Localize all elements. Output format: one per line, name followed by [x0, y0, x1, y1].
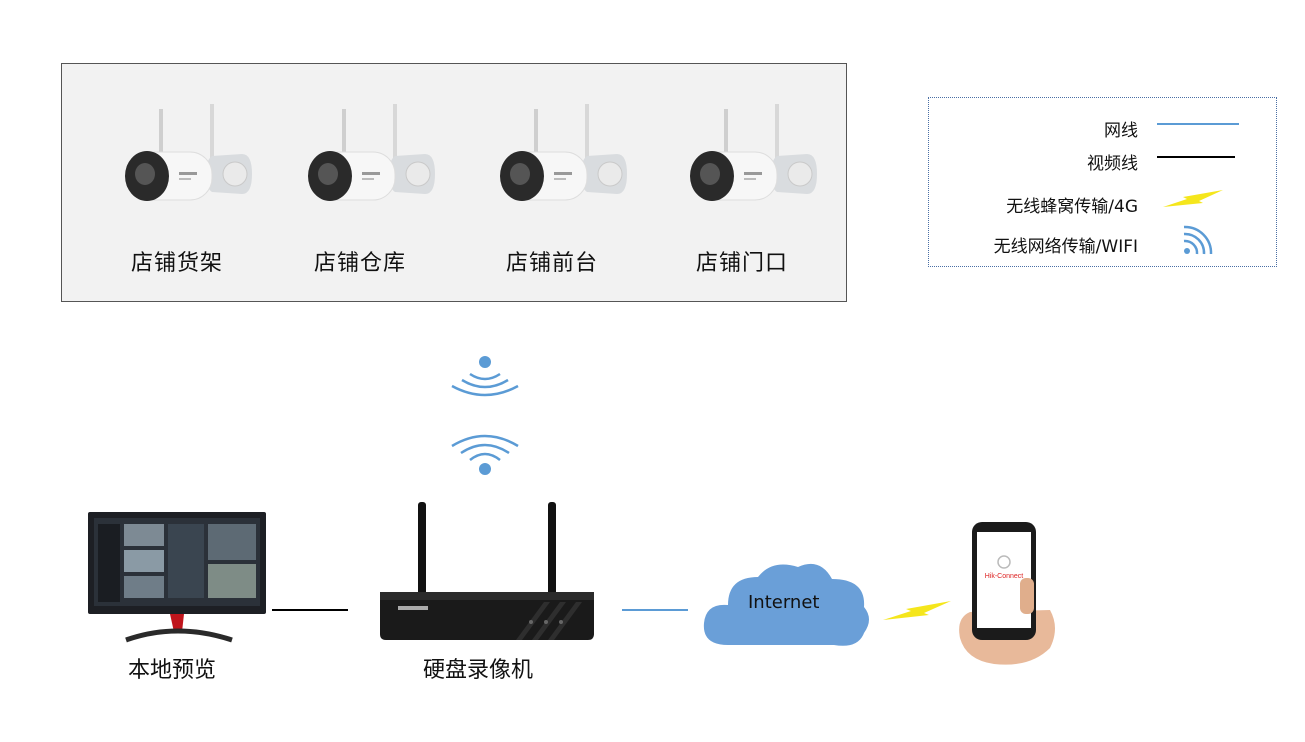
camera-3: 店铺前台: [492, 104, 642, 276]
smartphone-icon: Hik-Connect: [959, 522, 1055, 665]
camera-label: 店铺货架: [130, 251, 223, 276]
lightning-icon: [883, 601, 951, 620]
camera-label: 店铺前台: [505, 251, 598, 276]
nvr-device-icon: [380, 502, 594, 640]
legend-row-wifi: 无线网络传输/WIFI: [929, 224, 1278, 260]
network-cable-line: [622, 609, 688, 611]
legend-label: 无线网络传输/WIFI: [993, 237, 1138, 257]
camera-1: 店铺货架: [117, 104, 267, 276]
lightning-icon: [1163, 190, 1223, 207]
app-name-text: Hik-Connect: [985, 573, 1024, 580]
legend-row-video-cable: 视频线: [929, 141, 1278, 177]
camera-icon: [690, 104, 817, 201]
wifi-icon: [1183, 225, 1213, 255]
wifi-signal-icon: [451, 434, 519, 475]
legend-label: 无线蜂窝传输/4G: [1006, 197, 1138, 217]
legend: 网线 视频线 无线蜂窝传输/4G 无线网络传输/WIFI: [928, 97, 1277, 267]
camera-icon: [500, 104, 627, 201]
nvr-label: 硬盘录像机: [423, 658, 534, 683]
legend-label: 视频线: [1087, 154, 1138, 174]
camera-4: 店铺门口: [682, 104, 832, 276]
monitor-label: 本地预览: [128, 658, 217, 683]
monitor-icon: [88, 512, 266, 643]
camera-icon: [308, 104, 435, 201]
cloud-icon: [703, 563, 869, 646]
legend-label: 网线: [1104, 121, 1138, 141]
camera-2: 店铺仓库: [300, 104, 450, 276]
black-line-icon: [1157, 156, 1235, 158]
camera-label: 店铺门口: [695, 251, 788, 276]
cloud-label: Internet: [748, 592, 820, 613]
blue-line-icon: [1157, 123, 1239, 125]
legend-row-network-cable: 网线: [929, 108, 1278, 144]
camera-label: 店铺仓库: [313, 251, 406, 276]
camera-icon: [125, 104, 252, 201]
signal-receive-icon: [451, 356, 519, 397]
legend-row-4g: 无线蜂窝传输/4G: [929, 184, 1278, 220]
camera-panel: 店铺货架 店铺仓库 店铺前台: [61, 63, 847, 302]
video-cable-line: [272, 609, 348, 611]
